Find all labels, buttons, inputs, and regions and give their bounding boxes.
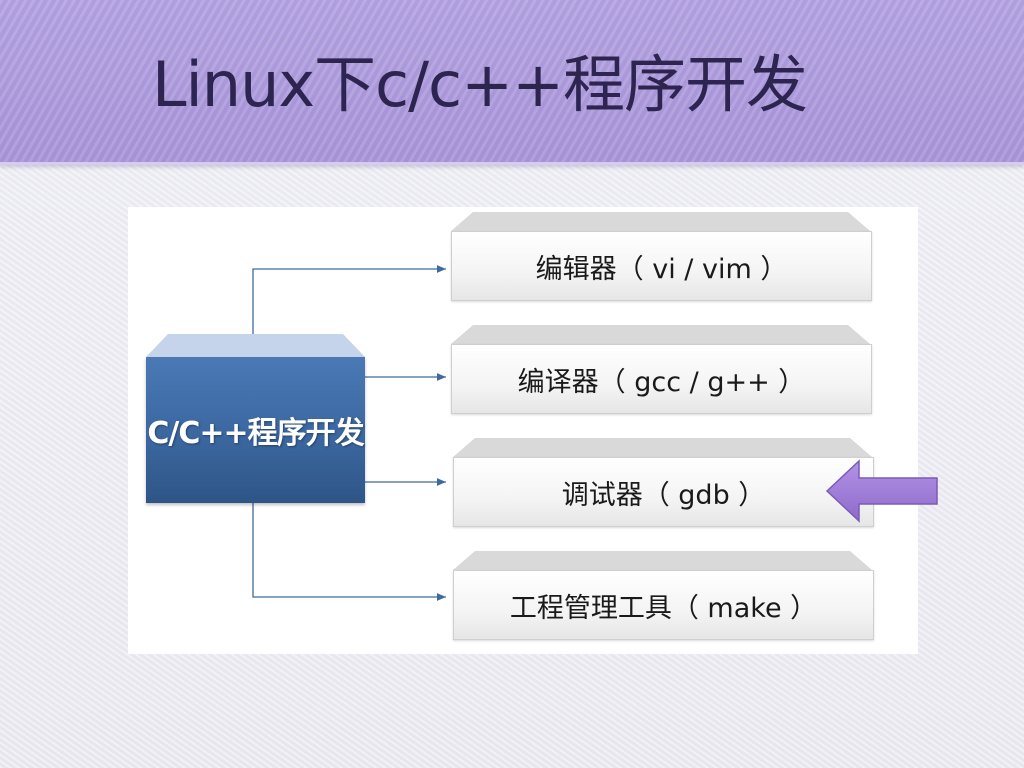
connector-editor	[252, 265, 446, 334]
title-bar: Linux下c/c++程序开发	[0, 0, 1024, 165]
tool-label-make: 工程管理工具（ make ）	[509, 592, 818, 624]
tool-box-compiler: 编译器（ gcc / g++ ）	[451, 344, 872, 414]
root-label: C/C++程序开发	[147, 416, 364, 451]
tool-box-editor: 编辑器（ vi / vim ）	[451, 231, 872, 301]
tool-box-top-face-3	[453, 438, 872, 457]
tool-box-top-face-2	[451, 325, 870, 344]
connector-make	[252, 503, 446, 601]
root-box-top-face	[146, 334, 365, 357]
root-box: C/C++程序开发	[146, 357, 365, 503]
diagram-panel: C/C++程序开发 编辑器（ vi / vim ） 编译器（ gcc / g++…	[128, 207, 918, 654]
tool-box-make: 工程管理工具（ make ）	[453, 570, 874, 640]
tool-label-debugger: 调试器（ gdb ）	[561, 479, 766, 511]
tool-box-top-face-1	[451, 212, 870, 231]
connector-lines	[146, 212, 872, 601]
slide-title: Linux下c/c++程序开发	[152, 48, 808, 121]
left-arrow-icon	[825, 459, 938, 523]
tool-label-compiler: 编译器（ gcc / g++ ）	[517, 366, 806, 398]
tool-label-editor: 编辑器（ vi / vim ）	[535, 253, 788, 285]
tool-box-top-face-4	[453, 551, 872, 570]
tool-box-debugger: 调试器（ gdb ）	[453, 457, 874, 527]
